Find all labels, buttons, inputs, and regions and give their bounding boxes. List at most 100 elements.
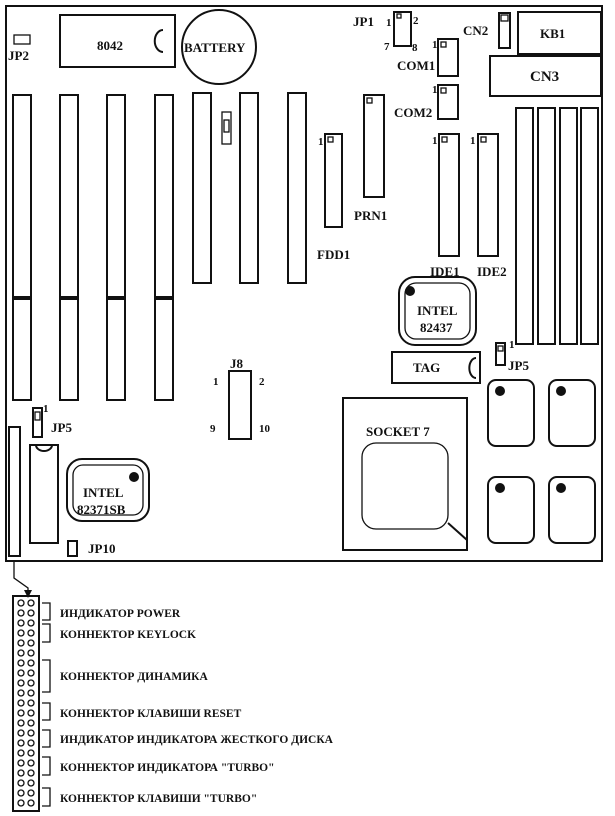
connector-pin (17, 789, 25, 797)
jp2-jumper (13, 34, 31, 45)
connector-pin (27, 689, 35, 697)
svg-text:1: 1 (318, 136, 324, 148)
connector-pin (17, 609, 25, 617)
front-panel-header (8, 426, 21, 557)
jp5-left-label: JP5 (51, 420, 72, 435)
fdd1-header: 1 FDD1 (317, 133, 350, 262)
connector-pin (27, 639, 35, 647)
jp5-left-jumper: 1 JP5 (32, 403, 72, 438)
connector-pin (27, 709, 35, 717)
connector-pin (27, 749, 35, 757)
simm-slot (580, 107, 599, 345)
cache-chip (548, 476, 596, 544)
legend-item-keylock: КОННЕКТОР KEYLOCK (60, 629, 196, 641)
cache-chip (548, 379, 596, 447)
connector-pin (17, 749, 25, 757)
southbridge-brand: INTEL (83, 485, 124, 500)
jp2-label: JP2 (8, 48, 29, 63)
connector-pin (27, 629, 35, 637)
simm-slots (515, 107, 599, 345)
legend-brackets (42, 602, 51, 807)
kbc-8042-chip: 8042 (59, 14, 176, 68)
com2-header: 1 COM2 (394, 84, 459, 120)
isa-slot (12, 94, 32, 401)
isa-slots (12, 94, 174, 401)
pci-slot (239, 92, 259, 284)
connector-pin (17, 619, 25, 627)
connector-pin (27, 619, 35, 627)
bios-chip (29, 444, 59, 544)
svg-text:1: 1 (213, 376, 219, 388)
ide2-label: IDE2 (477, 264, 507, 279)
northbridge-brand: INTEL (417, 303, 458, 318)
jp10-label: JP10 (88, 541, 115, 556)
legend-item-turbo-led: КОННЕКТОР ИНДИКАТОРА "TURBO" (60, 762, 275, 774)
isa-slot (154, 94, 174, 401)
kbc-label: 8042 (97, 38, 123, 53)
connector-pin (17, 779, 25, 787)
ide2-header: 1 IDE2 (470, 133, 507, 279)
simm-slot (515, 107, 534, 345)
com2-label: COM2 (394, 105, 432, 120)
socket-label: SOCKET 7 (366, 424, 430, 439)
svg-text:1: 1 (386, 17, 392, 29)
isa-slot (106, 94, 126, 401)
connector-pin (17, 799, 25, 807)
board-outline (5, 5, 603, 562)
ide1-label: IDE1 (430, 264, 460, 279)
svg-text:1: 1 (509, 339, 515, 351)
svg-text:1: 1 (432, 135, 438, 147)
connector-pin (27, 769, 35, 777)
intel-82437-chip: INTEL 82437 (398, 276, 477, 346)
legend-item-power-led: ИНДИКАТОР POWER (60, 608, 181, 620)
cn2-connector: CN2 (463, 12, 511, 49)
connector-pin (27, 789, 35, 797)
connector-pin (17, 639, 25, 647)
kb1-connector: KB1 (517, 11, 602, 55)
legend-item-speaker: КОННЕКТОР ДИНАМИКА (60, 671, 209, 683)
connector-pin (27, 719, 35, 727)
southbridge-model: 82371SB (77, 502, 126, 517)
connector-pin (17, 629, 25, 637)
fdd1-label: FDD1 (317, 247, 350, 262)
connector-pin (17, 659, 25, 667)
cache-chips (487, 379, 596, 544)
simm-slot (537, 107, 556, 345)
prn1-header: PRN1 (354, 94, 387, 223)
connector-pin (27, 699, 35, 707)
connector-pin (17, 759, 25, 767)
com1-label: COM1 (397, 58, 435, 73)
connector-pin (17, 669, 25, 677)
jp1-jumper-block: JP1 1 2 7 8 (353, 11, 419, 54)
connector-pin (27, 669, 35, 677)
cache-chip (487, 476, 535, 544)
connector-pin (27, 649, 35, 657)
connector-pin (27, 799, 35, 807)
j8-label: J8 (230, 356, 244, 371)
front-panel-legend: ИНДИКАТОР POWER КОННЕКТОР KEYLOCK КОННЕК… (60, 608, 334, 805)
connector-pin (27, 679, 35, 687)
connector-pointer-arrow (24, 590, 32, 598)
tag-label: TAG (413, 360, 440, 375)
svg-text:8: 8 (412, 42, 418, 54)
connector-pin (17, 649, 25, 657)
connector-pin (27, 659, 35, 667)
jp1-label: JP1 (353, 14, 374, 29)
com1-header: 1 COM1 (397, 38, 459, 77)
connector-pin (17, 599, 25, 607)
connector-pin (27, 759, 35, 767)
simm-slot (559, 107, 578, 345)
svg-text:9: 9 (210, 423, 216, 435)
cn3-label: CN3 (530, 69, 559, 85)
legend-item-reset: КОННЕКТОР КЛАВИШИ RESET (60, 708, 242, 720)
connector-pin (27, 779, 35, 787)
battery: BATTERY (181, 9, 257, 85)
pci-slot (192, 92, 212, 284)
svg-text:2: 2 (413, 15, 419, 27)
prn1-label: PRN1 (354, 208, 387, 223)
connector-pin (17, 699, 25, 707)
cache-chip (487, 379, 535, 447)
ide1-header: 1 IDE1 (430, 133, 460, 279)
j8-header: J8 1 2 9 10 (210, 356, 271, 440)
